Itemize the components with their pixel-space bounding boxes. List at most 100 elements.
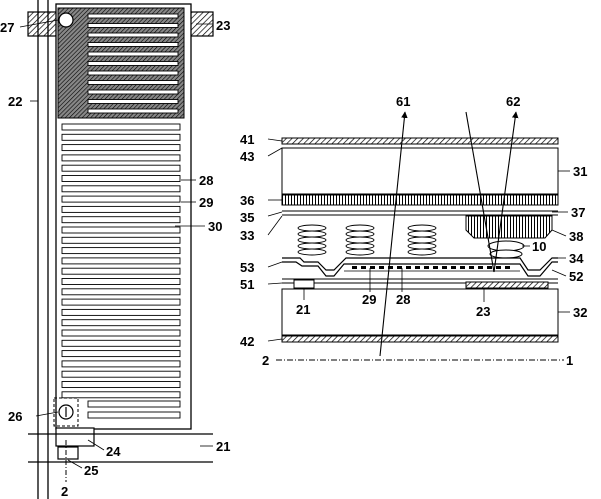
electrode-bar xyxy=(406,266,411,269)
comb-slit xyxy=(62,340,180,346)
label-34: 34 xyxy=(569,251,584,266)
electrode-bar xyxy=(505,266,510,269)
right-section-view: 61 62 41 43 31 36 37 35 33 38 10 34 53 5… xyxy=(240,94,587,368)
polarizer-42 xyxy=(282,336,558,342)
label-32: 32 xyxy=(573,305,587,320)
storage-slit xyxy=(88,14,178,18)
comb-slit xyxy=(62,392,180,398)
electrode-bar xyxy=(424,266,429,269)
label-38: 38 xyxy=(569,229,583,244)
comb-slit xyxy=(62,289,180,295)
electrode-bar xyxy=(478,266,483,269)
comb-slit xyxy=(62,258,180,264)
label-33: 33 xyxy=(240,228,254,243)
comb-slit xyxy=(62,248,180,254)
color-filter-36 xyxy=(282,195,558,205)
comb-slit xyxy=(62,186,180,192)
lc-molecule xyxy=(346,249,374,255)
electrode-bar xyxy=(433,266,438,269)
lc-molecule xyxy=(408,225,436,231)
comb-slit xyxy=(62,330,180,336)
storage-slit xyxy=(88,33,178,37)
label-51: 51 xyxy=(240,277,254,292)
label-29: 29 xyxy=(362,292,376,307)
comb-slit xyxy=(62,382,180,388)
label-62: 62 xyxy=(506,94,520,109)
tft-25 xyxy=(58,447,78,459)
comb-slit xyxy=(62,145,180,151)
label-22: 22 xyxy=(8,94,22,109)
label-27: 27 xyxy=(0,20,14,35)
electrode-bar xyxy=(352,266,357,269)
storage-slit xyxy=(88,62,178,66)
lc-molecule xyxy=(346,237,374,243)
label-35: 35 xyxy=(240,210,254,225)
storage-slit xyxy=(88,43,178,47)
substrate-31 xyxy=(282,148,558,194)
gate-21 xyxy=(294,280,314,288)
label-23: 23 xyxy=(476,304,490,319)
comb-slit xyxy=(62,279,180,285)
label-31: 31 xyxy=(573,164,587,179)
label-24: 24 xyxy=(106,444,121,459)
electrode-bar xyxy=(397,266,402,269)
comb-slit xyxy=(62,206,180,212)
electrode-bar xyxy=(460,266,465,269)
comb-slit xyxy=(62,165,180,171)
storage-slit xyxy=(88,100,178,104)
electrode-bar xyxy=(442,266,447,269)
comb-slit xyxy=(62,196,180,202)
storage-slit xyxy=(88,109,178,113)
polarizer-41 xyxy=(282,138,558,144)
lc-molecule xyxy=(346,243,374,249)
lc-molecule xyxy=(408,231,436,237)
label-1: 1 xyxy=(566,353,573,368)
lc-molecule xyxy=(298,249,326,255)
liquid-crystal-molecules xyxy=(298,225,436,255)
label-26: 26 xyxy=(8,409,22,424)
label-52: 52 xyxy=(569,269,583,284)
label-21: 21 xyxy=(216,439,230,454)
comb-slit xyxy=(62,124,180,130)
lc-molecule xyxy=(298,231,326,237)
lc-molecule xyxy=(346,231,374,237)
lc-molecule xyxy=(408,249,436,255)
storage-slit xyxy=(88,81,178,85)
lc-molecule xyxy=(346,225,374,231)
label-36: 36 xyxy=(240,193,254,208)
comb-slit xyxy=(62,237,180,243)
label-43: 43 xyxy=(240,149,254,164)
comb-slit xyxy=(62,361,180,367)
comb-slit xyxy=(88,412,180,418)
lc-molecule xyxy=(408,243,436,249)
lc-molecule xyxy=(298,225,326,231)
electrode-bar xyxy=(469,266,474,269)
electrode-bar xyxy=(451,266,456,269)
common-23 xyxy=(466,282,548,288)
label-42: 42 xyxy=(240,334,254,349)
electrode-bar xyxy=(379,266,384,269)
left-plan-view: 27 23 22 28 29 30 26 24 21 25 2 xyxy=(0,0,230,499)
comb-slit xyxy=(62,351,180,357)
label-29: 29 xyxy=(199,195,213,210)
electrode-bar xyxy=(496,266,501,269)
storage-slit xyxy=(88,52,178,56)
label-21: 21 xyxy=(296,302,310,317)
comb-slit xyxy=(62,227,180,233)
label-28: 28 xyxy=(396,292,410,307)
label-61: 61 xyxy=(396,94,410,109)
tft-24 xyxy=(56,428,94,446)
lc-molecule xyxy=(298,243,326,249)
label-37: 37 xyxy=(571,205,585,220)
label-10: 10 xyxy=(532,239,546,254)
electrode-bar xyxy=(415,266,420,269)
comb-slit xyxy=(62,309,180,315)
storage-slit xyxy=(88,90,178,94)
comb-slit xyxy=(62,320,180,326)
black-matrix-38 xyxy=(466,216,552,238)
comb-slit xyxy=(88,401,180,407)
storage-slit xyxy=(88,24,178,28)
label-25: 25 xyxy=(84,463,98,478)
comb-slit xyxy=(62,299,180,305)
